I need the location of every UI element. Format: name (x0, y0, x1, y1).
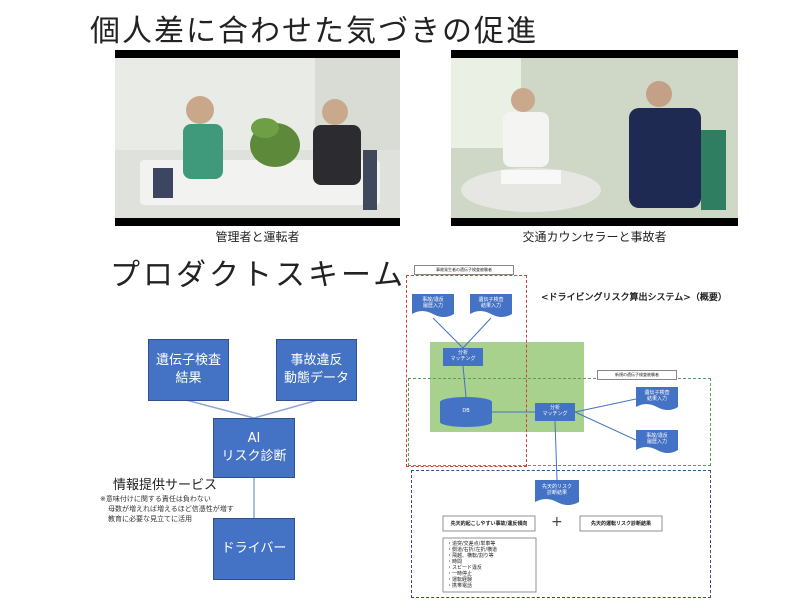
diagnosis-result-label: 先天的運転リスク診断結果 (590, 521, 651, 527)
photo-counselor-accident-image (451, 50, 738, 226)
doc-accident-new-label: 事故/違反 履歴入力 (646, 433, 668, 445)
factor-item: ・スピード違反 (447, 565, 483, 571)
result-doc-label: 先天的リスク 診断結果 (541, 484, 572, 496)
photo-counselor-accident-caption: 交通カウンセラーと事故者 (522, 230, 667, 244)
slide-title: 個人差に合わせた気づきの促進 (90, 14, 538, 49)
factor-item: ・時間 (447, 559, 463, 565)
scheme-title: プロダクトスキーム (110, 258, 407, 293)
green-group-frame (408, 378, 711, 466)
doc-genetic-new-label: 遺伝子検査 結果入力 (644, 390, 670, 402)
db-label: DB (462, 408, 470, 414)
accident-violation-data-box: 事故違反 動態データ (276, 339, 357, 401)
analysis-1-label: 分析 マッチング (450, 350, 476, 362)
scheme-note-2: 母数が増えれば増えるほど信憑性が増す (108, 505, 234, 513)
scheme-note-3: 教育に必要な見立てに活用 (108, 515, 192, 523)
doc-accident-label: 事故/違反 履歴入力 (422, 297, 444, 309)
navy-group-frame (411, 470, 711, 598)
system-title: <ドライビングリスク算出システム>（概要） (541, 293, 727, 303)
green-group-label: 新規の遺伝子検査被験者 (597, 370, 677, 380)
factor-item: ・一時停止 (447, 571, 473, 577)
factor-item: ・運転経験 (447, 577, 473, 583)
driver-box: ドライバー (213, 518, 295, 580)
photo-manager-driver-caption: 管理者と運転者 (215, 230, 300, 244)
ai-risk-diagnosis-box: AI リスク診断 (213, 418, 295, 478)
red-group-label: 事故発生者の遺伝子検査被験者 (414, 265, 514, 275)
info-service-label: 情報提供サービス (113, 478, 218, 493)
genetic-test-result-box: 遺伝子検査 結果 (148, 339, 229, 401)
factor-item: ・追突/交差点/単車等 (447, 541, 496, 547)
scheme-note-1: ※意味付けに関する責任は負わない (100, 495, 211, 503)
accident-tendency-label: 先天的起こしやすい事故/違反傾向 (450, 521, 528, 527)
factor-item: ・側道/右折/左折/横道 (447, 547, 498, 553)
doc-genetic-label: 遺伝子検査 結果入力 (478, 297, 504, 309)
red-group-frame (406, 275, 527, 467)
analysis-2-label: 分析 マッチング (542, 405, 568, 417)
factor-item: ・飛越、横転/割り等 (447, 553, 494, 559)
photo-manager-driver-image (115, 50, 400, 226)
factor-list: ・追突/交差点/単車等 ・側道/右折/左折/横道 ・飛越、横転/割り等 ・時間 … (447, 541, 535, 589)
photo-counselor-accident (451, 50, 738, 226)
plus-sign: + (551, 514, 563, 530)
factor-item: ・携帯電話 (447, 583, 473, 589)
photo-manager-driver (115, 50, 400, 226)
